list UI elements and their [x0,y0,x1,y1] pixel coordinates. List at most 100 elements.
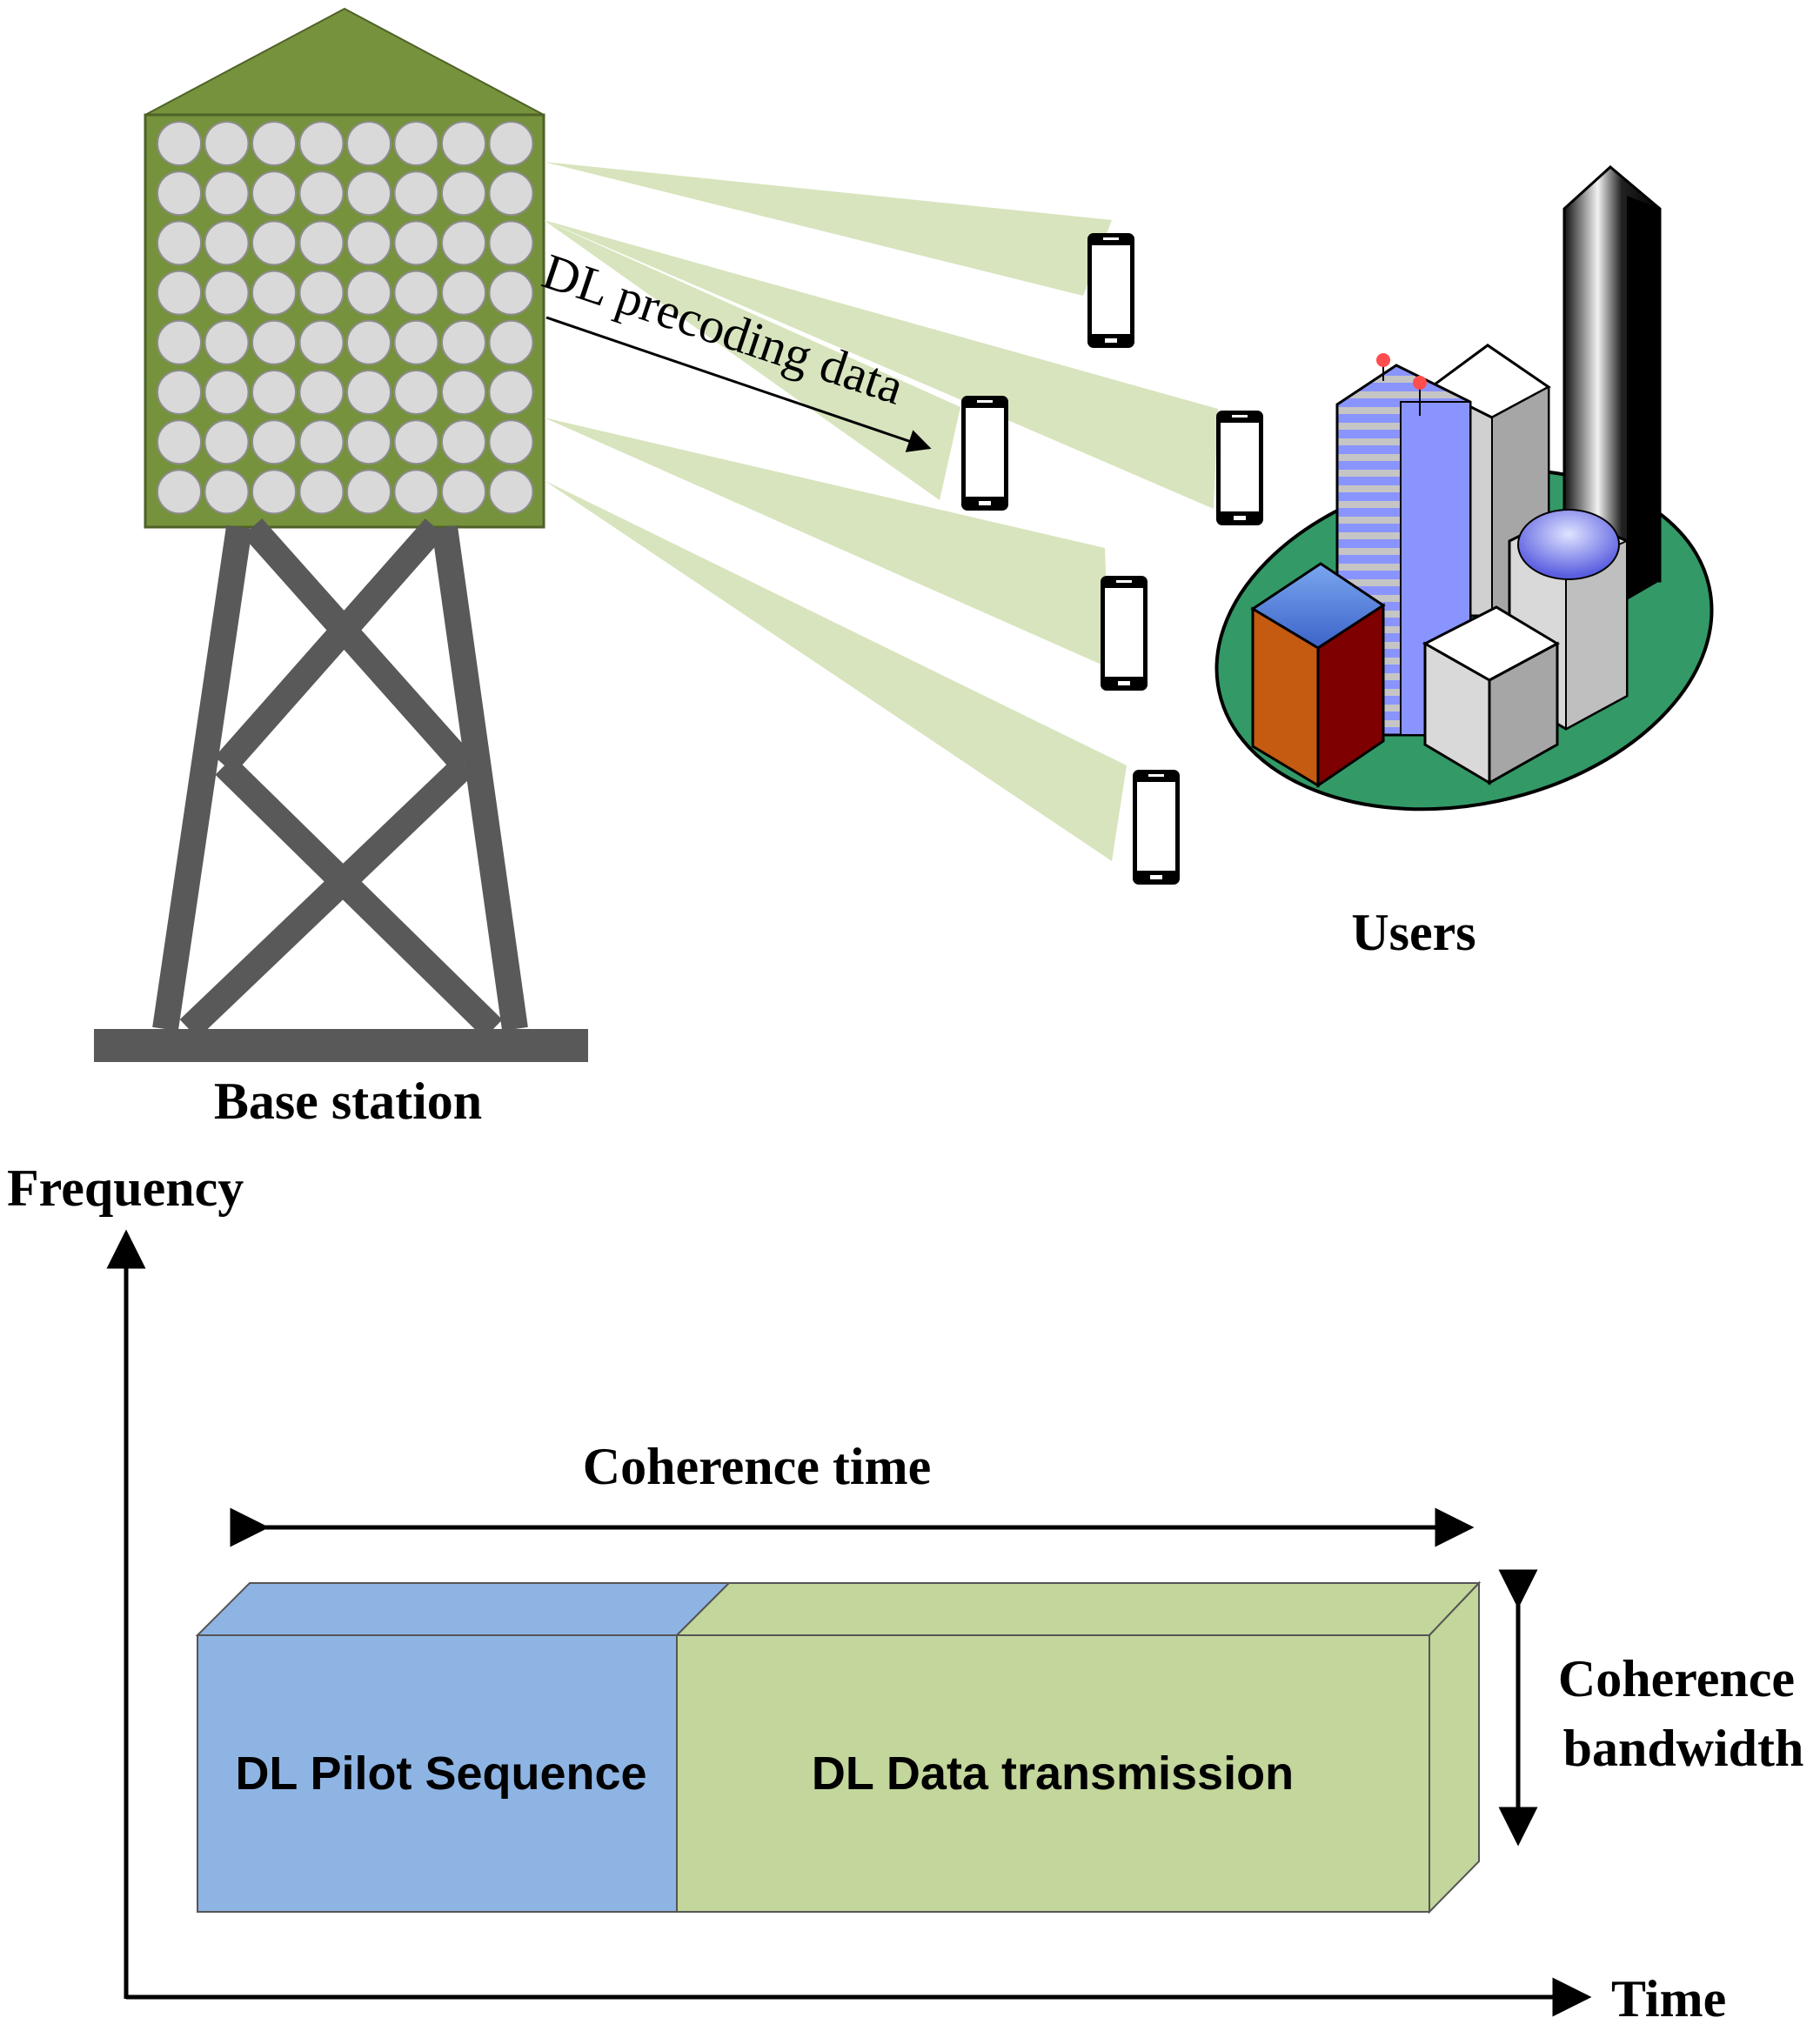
beam-4 [544,418,1109,668]
antenna-element [346,370,391,415]
antenna-element [488,319,534,365]
data-side-face [1429,1580,1480,1914]
antenna-element [393,419,439,465]
antenna-element [251,469,297,515]
base-station-tower [94,7,588,1062]
antenna-element [488,370,534,415]
tower-base [94,1029,588,1062]
phone-group [961,233,1263,885]
orange-cube [1250,562,1386,788]
tower-roof [144,7,545,116]
antenna-element [298,270,345,316]
antenna-element [204,370,250,415]
antenna-element [204,170,250,217]
antenna-element [441,270,486,316]
antenna-element [204,121,250,166]
white-cube [1422,605,1561,785]
tower-frame [152,518,528,1039]
pilot-block-label: DL Pilot Sequence [235,1747,646,1800]
antenna-element [393,220,439,266]
antenna-element [204,220,250,266]
antenna-element [157,220,202,266]
pilot-top-face [195,1582,732,1636]
antenna-element [298,220,345,266]
antenna-element [251,170,297,217]
beam-1 [544,162,1112,296]
antenna-element [204,419,250,465]
antenna-element [346,319,391,365]
smartphone-icon [1087,233,1134,348]
antenna-element [393,370,439,415]
antenna-element [204,319,250,365]
antenna-element [488,469,534,515]
antenna-element [346,220,391,266]
antenna-element [298,370,345,415]
antenna-element [488,270,534,316]
base-station-label: Base station [214,1072,482,1130]
antenna-element [157,370,202,415]
antenna-element [393,270,439,316]
antenna-element [488,121,534,166]
beam-group [544,162,1218,861]
antenna-light-icon [1376,353,1390,367]
antenna-element [488,170,534,217]
city-island [1214,165,1714,812]
antenna-element [441,469,486,515]
antenna-element [346,121,391,166]
antenna-element [157,469,202,515]
time-axis-label: Time [1611,1970,1726,2028]
data-top-face [674,1582,1482,1636]
antenna-element [251,220,297,266]
users-label: Users [1351,904,1475,961]
antenna-element [157,419,202,465]
antenna-element [346,469,391,515]
antenna-element [157,319,202,365]
antenna-element [393,121,439,166]
antenna-element [441,220,486,266]
antenna-element [298,121,345,166]
antenna-element [251,270,297,316]
data-block-label: DL Data transmission [812,1747,1294,1800]
antenna-element [298,170,345,217]
antenna-element [393,170,439,217]
antenna-element [157,270,202,316]
antenna-element [441,170,486,217]
antenna-element [441,419,486,465]
antenna-element [157,121,202,166]
antenna-element [393,469,439,515]
smartphone-icon [1216,411,1263,525]
smartphone-icon [961,396,1008,511]
dl-precoding-arrow [545,316,932,452]
time-frequency-axes: Frequency Time [7,1159,1726,2028]
frequency-axis-label: Frequency [7,1159,244,1217]
coherence-bandwidth-label-line2: bandwidth [1563,1720,1804,1777]
antenna-element [393,319,439,365]
beam-5 [544,480,1127,861]
antenna-element [298,319,345,365]
antenna-element [251,121,297,166]
antenna-element [346,270,391,316]
frame-block: DL Pilot Sequence DL Data transmission [195,1580,1482,1914]
beam-2 [544,220,960,500]
data-block [676,1634,1430,1913]
antenna-element [346,419,391,465]
smartphone-icon [1101,576,1148,691]
antenna-light-icon [1413,376,1427,390]
coherence-time-label: Coherence time [583,1438,931,1495]
antenna-element [488,419,534,465]
antenna-element [488,220,534,266]
antenna-element [251,370,297,415]
beam-3 [544,220,1218,509]
antenna-element [157,170,202,217]
antenna-element [346,170,391,217]
antenna-element [441,121,486,166]
pilot-block [197,1634,678,1913]
antenna-element [441,319,486,365]
antenna-array [157,121,534,515]
antenna-panel [144,113,545,529]
coherence-bandwidth-label-line1: Coherence [1558,1650,1795,1707]
antenna-element [298,419,345,465]
antenna-element [298,469,345,515]
antenna-element [204,469,250,515]
